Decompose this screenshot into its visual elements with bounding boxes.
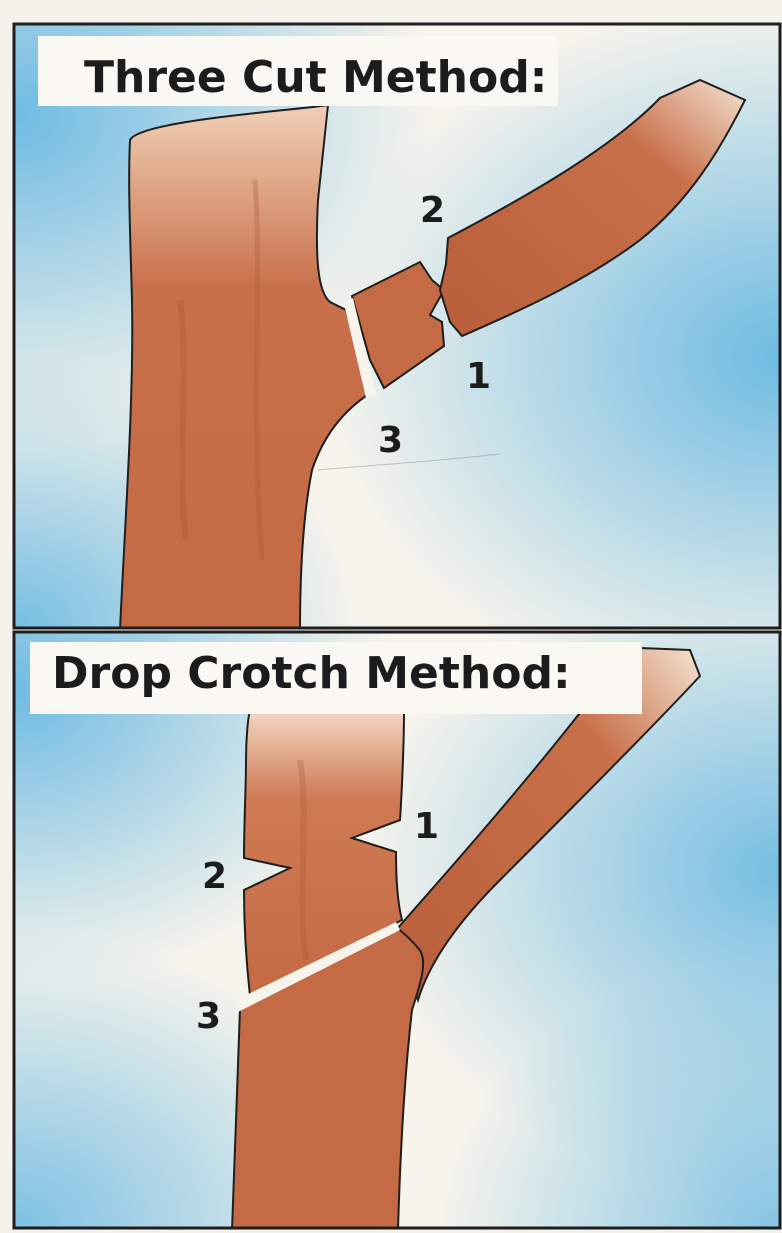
panel-1-cut-label-2: 2: [420, 190, 445, 231]
panel-2-cut-label-3: 3: [196, 996, 221, 1037]
panel-2-bark-texture: [300, 760, 306, 960]
panel-2-cut-label-2: 2: [202, 856, 227, 897]
panel-three-cut: Three Cut Method: 2 1 3: [14, 24, 780, 630]
panel-2-title: Drop Crotch Method:: [52, 648, 571, 699]
panel-1-bark-texture: [180, 300, 186, 540]
panel-drop-crotch: Drop Crotch Method: 1 2 3: [14, 632, 780, 1230]
panel-1-cut-label-3: 3: [378, 420, 403, 461]
panel-2-cut-label-1: 1: [414, 806, 439, 847]
panel-1-cut-label-1: 1: [466, 356, 491, 397]
panel-1-title: Three Cut Method:: [84, 52, 547, 103]
